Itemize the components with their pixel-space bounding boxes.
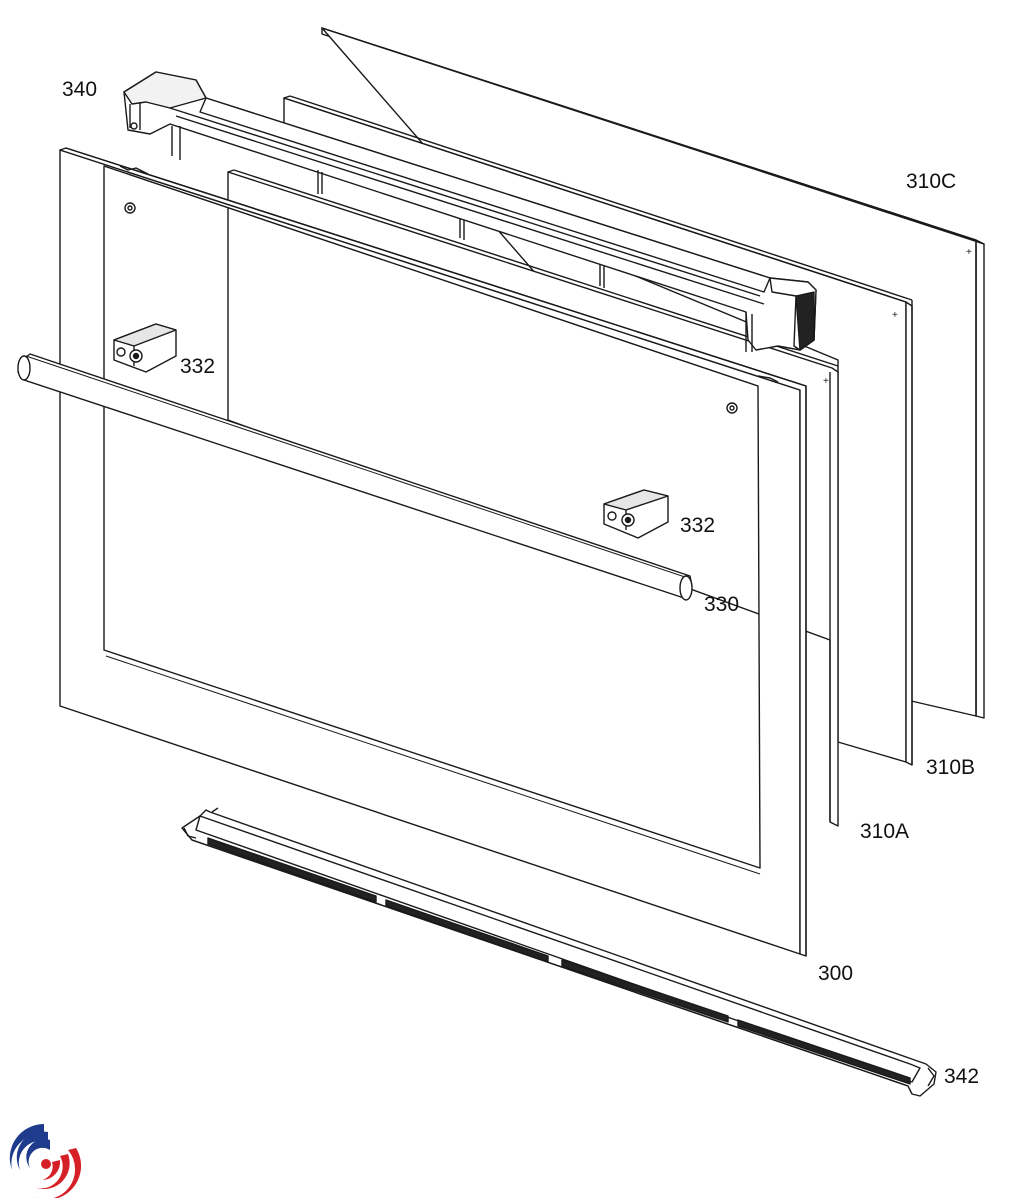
label-part-330: 330 xyxy=(704,593,740,616)
label-part-340: 340 xyxy=(62,78,98,101)
door-handle-330 xyxy=(17,353,693,601)
handle-mount-332-right xyxy=(603,489,669,539)
top-profile-340 xyxy=(123,71,817,352)
label-part-310c: 310C xyxy=(906,170,957,193)
door-frame-300 xyxy=(59,147,807,957)
label-part-332-left: 332 xyxy=(180,355,216,378)
label-part-300: 300 xyxy=(818,962,854,985)
label-part-342: 342 xyxy=(944,1065,980,1088)
label-part-310b: 310B xyxy=(926,756,976,779)
brand-logo xyxy=(9,1123,82,1198)
glass-panel-310a: + xyxy=(227,169,839,827)
svg-text:+: + xyxy=(892,310,898,321)
label-part-310a: 310A xyxy=(860,820,910,843)
svg-text:+: + xyxy=(966,247,972,258)
bottom-profile-342 xyxy=(181,807,937,1097)
svg-text:+: + xyxy=(823,376,829,387)
handle-mount-332-left xyxy=(113,323,177,373)
label-part-332-right: 332 xyxy=(680,514,716,537)
